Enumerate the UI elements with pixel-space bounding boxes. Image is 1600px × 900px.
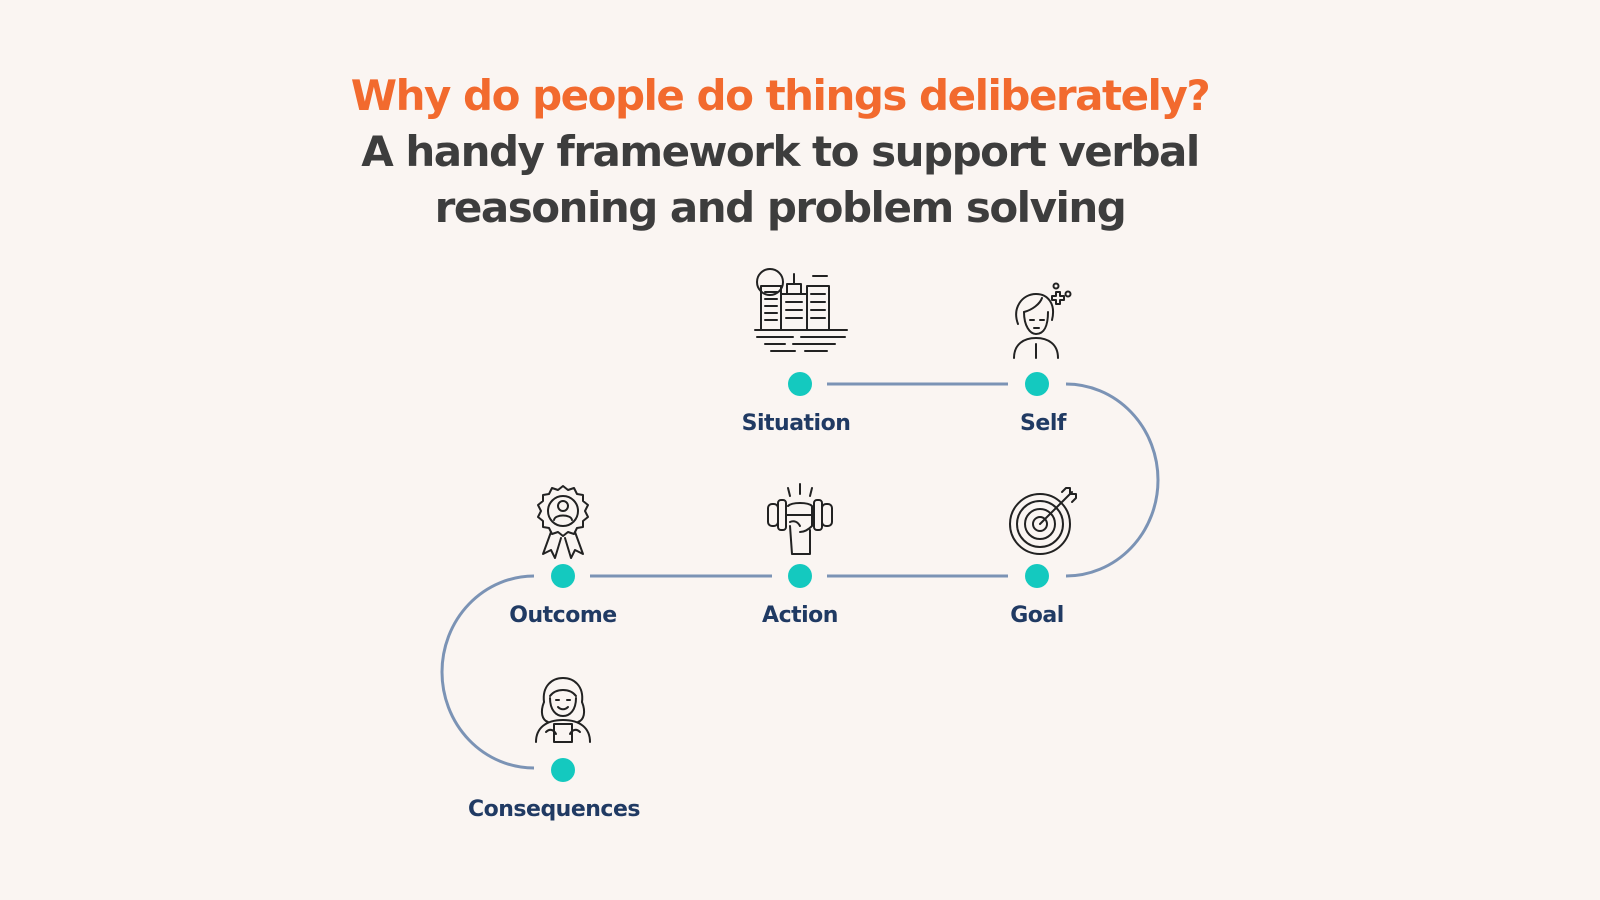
title-block: Why do people do things deliberately? A … <box>0 68 1560 236</box>
diagram-question: Why do people do things deliberately? <box>350 71 1211 120</box>
connector-self-goal <box>1065 382 1160 578</box>
award-ribbon-icon <box>537 485 589 559</box>
node-dot-outcome <box>551 564 575 588</box>
node-label-outcome: Outcome <box>509 603 616 628</box>
person-holding-icon <box>535 677 591 743</box>
city-skyline-icon <box>754 268 848 352</box>
node-label-action: Action <box>762 603 838 628</box>
node-dot-situation <box>788 372 812 396</box>
person-thinking-icon <box>1013 282 1072 359</box>
diagram-subtitle: A handy framework to support verbal reas… <box>361 127 1200 232</box>
node-dot-action <box>788 564 812 588</box>
node-label-goal: Goal <box>1010 603 1064 628</box>
target-dart-icon <box>1009 487 1077 555</box>
node-dot-consequences <box>551 758 575 782</box>
node-label-consequences: Consequences <box>468 797 640 822</box>
node-label-situation: Situation <box>742 411 851 436</box>
node-dot-self <box>1025 372 1049 396</box>
node-dot-goal <box>1025 564 1049 588</box>
fist-dumbbell-icon <box>767 483 833 555</box>
connector-outcome-consequences <box>440 574 535 770</box>
node-label-self: Self <box>1020 411 1067 436</box>
